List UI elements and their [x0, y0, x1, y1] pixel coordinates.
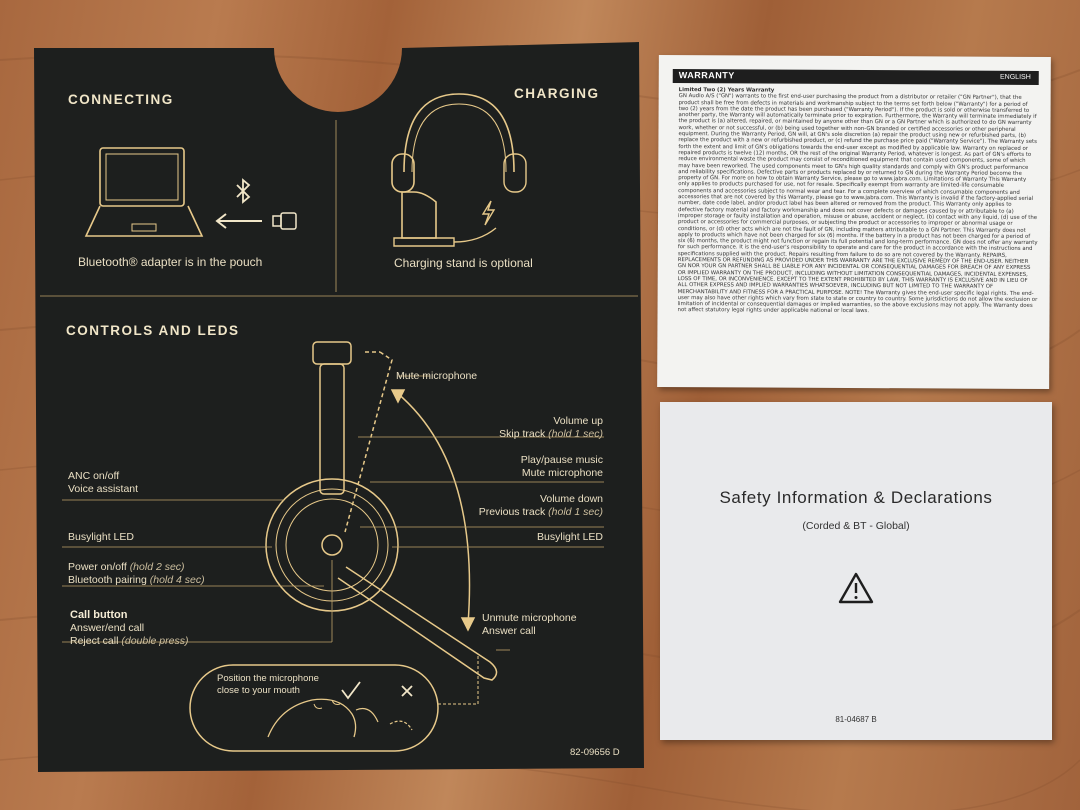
safety-booklet: Safety Information & Declarations (Corde… — [660, 402, 1052, 740]
charging-caption: Charging stand is optional — [394, 256, 533, 270]
quick-start-card: CONNECTING Bluetooth® adapter is in the … — [34, 42, 644, 772]
warning-triangle-icon — [838, 572, 874, 604]
label-volume-down: Volume down Previous track (hold 1 sec) — [478, 493, 603, 518]
label-busylight-right: Busylight LED — [537, 531, 603, 543]
connecting-title: CONNECTING — [68, 92, 174, 107]
label-mute-microphone: Mute microphone — [396, 370, 478, 382]
arrow-left-icon — [215, 213, 262, 229]
headset-on-stand-icon — [391, 93, 527, 247]
check-icon — [341, 681, 361, 700]
warranty-body: GN Audio A/S ("GN") warrants to the firs… — [677, 93, 1038, 315]
part-number: 82-09656 D — [570, 747, 620, 758]
warranty-header: WARRANTY — [678, 70, 735, 81]
label-call-button: Call button Answer/end call Reject call … — [70, 609, 189, 647]
bluetooth-caption: Bluetooth® adapter is in the pouch — [78, 255, 263, 269]
warranty-header-bar: WARRANTY ENGLISH — [672, 69, 1039, 85]
safety-code: 81-04687 B — [835, 715, 877, 724]
label-position-mic: Position the microphone close to your mo… — [217, 673, 319, 696]
label-volume-up: Volume up Skip track (hold 1 sec) — [499, 415, 603, 440]
cross-icon — [401, 685, 413, 697]
safety-title: Safety Information & Declarations — [719, 488, 993, 507]
label-busylight-left: Busylight LED — [68, 531, 134, 543]
warranty-language: ENGLISH — [1000, 73, 1031, 81]
label-unmute: Unmute microphone Answer call — [482, 612, 577, 637]
usb-adapter-icon — [272, 212, 297, 230]
label-anc: ANC on/off Voice assistant — [68, 470, 139, 495]
label-play-pause: Play/pause music Mute microphone — [520, 454, 603, 479]
bluetooth-icon — [236, 178, 251, 204]
laptop-icon — [84, 147, 204, 237]
controls-title: CONTROLS AND LEDS — [66, 323, 240, 338]
safety-subtitle: (Corded & BT - Global) — [802, 520, 910, 532]
warranty-sheet: WARRANTY ENGLISH Limited Two (2) Years W… — [657, 54, 1051, 390]
charging-title: CHARGING — [514, 86, 600, 101]
warranty-text: Limited Two (2) Years Warranty GN Audio … — [677, 87, 1039, 379]
headset-diagram — [62, 341, 604, 752]
label-power: Power on/off (hold 2 sec) Bluetooth pair… — [68, 561, 205, 586]
lightning-icon — [481, 200, 496, 226]
